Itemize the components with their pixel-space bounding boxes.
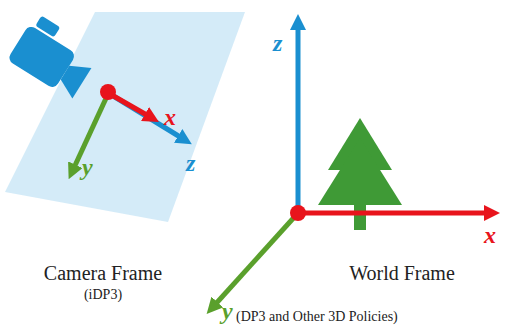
image-plane — [5, 12, 245, 222]
origin-dot — [100, 84, 116, 100]
frame-subcaption: (iDP3) — [84, 287, 122, 302]
frame-subcaption: (DP3 and Other 3D Policies) — [236, 309, 398, 324]
camera-icon — [7, 12, 101, 100]
frame-caption: World Frame — [349, 262, 455, 284]
axis-label: x — [484, 222, 496, 248]
origin-dot — [290, 205, 306, 221]
axis-label: y — [82, 154, 93, 180]
axis-label: z — [186, 150, 195, 176]
frame-caption: Camera Frame — [44, 262, 162, 284]
axis-label: x — [164, 104, 176, 130]
axis-label: y — [222, 298, 233, 324]
axis-label: z — [273, 30, 282, 56]
